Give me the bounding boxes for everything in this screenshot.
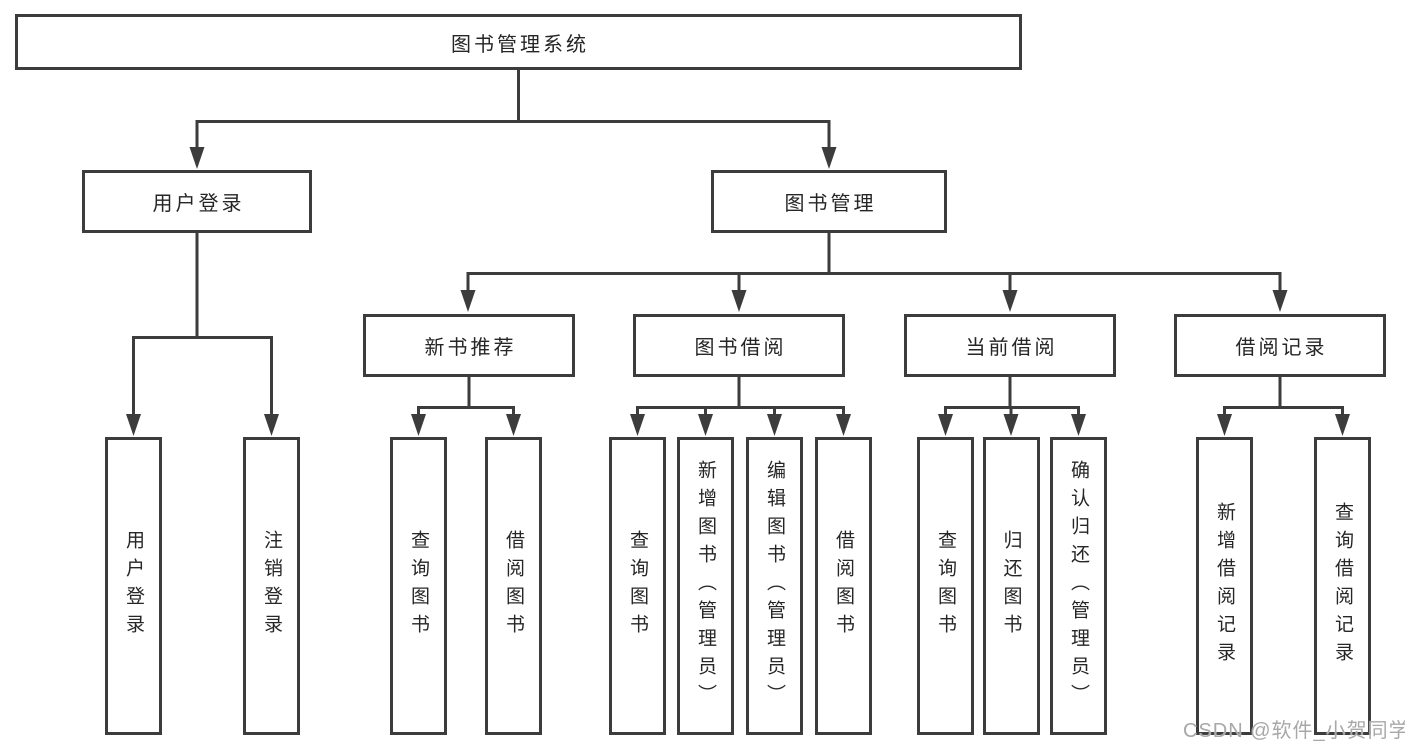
node-borrow-records-label: 借阅记录	[1235, 337, 1328, 359]
arrow-down-icon	[698, 414, 713, 436]
arrow-down-icon	[1335, 414, 1350, 436]
leaf-current-return-books: 归还图书	[982, 437, 1040, 735]
node-new-book-recommend-label: 新书推荐	[424, 337, 517, 359]
leaf-user-login: 用户登录	[105, 437, 162, 735]
leaf-borrow-query-books: 查询图书	[609, 437, 666, 735]
leaf-records-add-record: 新增借阅记录	[1196, 437, 1253, 735]
node-current-borrow-label: 当前借阅	[965, 337, 1058, 359]
leaf-borrow-query-books-label: 查询图书	[627, 530, 648, 642]
leaf-borrow-borrow-books: 借阅图书	[815, 437, 872, 735]
node-user-login: 用户登录	[82, 170, 312, 233]
node-book-management-label: 图书管理	[784, 193, 877, 215]
node-user-login-label: 用户登录	[152, 193, 245, 215]
node-root-label: 图书管理系统	[451, 33, 589, 56]
node-borrow-records: 借阅记录	[1174, 314, 1386, 377]
leaf-recommend-query-books: 查询图书	[390, 437, 447, 735]
arrow-down-icon	[767, 414, 782, 436]
arrow-down-icon	[1003, 414, 1019, 436]
leaf-borrow-add-books: 新增图书（管理员）	[677, 437, 734, 735]
node-new-book-recommend: 新书推荐	[363, 314, 575, 377]
arrow-down-icon	[264, 414, 279, 436]
arrow-down-icon	[460, 290, 476, 312]
arrow-down-icon	[836, 414, 851, 436]
leaf-recommend-query-books-label: 查询图书	[408, 530, 429, 642]
arrow-down-icon	[1071, 414, 1086, 436]
leaf-current-query-books: 查询图书	[917, 437, 974, 735]
arrow-down-icon	[938, 414, 953, 436]
leaf-borrow-add-books-label: 新增图书（管理员）	[695, 460, 716, 712]
arrow-down-icon	[506, 414, 521, 436]
node-book-borrow: 图书借阅	[633, 314, 845, 377]
arrow-down-icon	[1272, 290, 1288, 312]
leaf-user-login-label: 用户登录	[123, 530, 144, 642]
csdn-watermark: CSDN @软件_小贺同学	[1183, 720, 1405, 742]
leaf-borrow-borrow-books-label: 借阅图书	[833, 530, 854, 642]
node-current-borrow: 当前借阅	[904, 314, 1116, 377]
node-root: 图书管理系统	[15, 14, 1022, 70]
leaf-records-add-record-label: 新增借阅记录	[1214, 502, 1235, 670]
leaf-records-query-record-label: 查询借阅记录	[1332, 502, 1353, 670]
node-book-management: 图书管理	[711, 170, 947, 233]
arrow-down-icon	[411, 414, 426, 436]
leaf-current-query-books-label: 查询图书	[935, 530, 956, 642]
leaf-logout-login-label: 注销登录	[261, 530, 282, 642]
arrow-down-icon	[126, 414, 141, 436]
node-book-borrow-label: 图书借阅	[694, 337, 787, 359]
leaf-recommend-borrow-books: 借阅图书	[485, 437, 542, 735]
leaf-logout-login: 注销登录	[243, 437, 300, 735]
leaf-borrow-edit-books: 编辑图书（管理员）	[746, 437, 803, 735]
leaf-borrow-edit-books-label: 编辑图书（管理员）	[764, 460, 785, 712]
arrow-down-icon	[731, 290, 747, 312]
leaf-current-return-books-label: 归还图书	[1000, 530, 1022, 642]
arrow-down-icon	[1217, 414, 1232, 436]
arrow-down-icon	[1002, 290, 1018, 312]
arrow-down-icon	[630, 414, 645, 436]
leaf-recommend-borrow-books-label: 借阅图书	[503, 530, 524, 642]
arrow-down-icon	[821, 147, 837, 169]
leaf-current-confirm-return-label: 确认归还（管理员）	[1068, 460, 1089, 712]
arrow-down-icon	[189, 147, 205, 169]
leaf-current-confirm-return: 确认归还（管理员）	[1050, 437, 1107, 735]
leaf-records-query-record: 查询借阅记录	[1314, 437, 1371, 735]
